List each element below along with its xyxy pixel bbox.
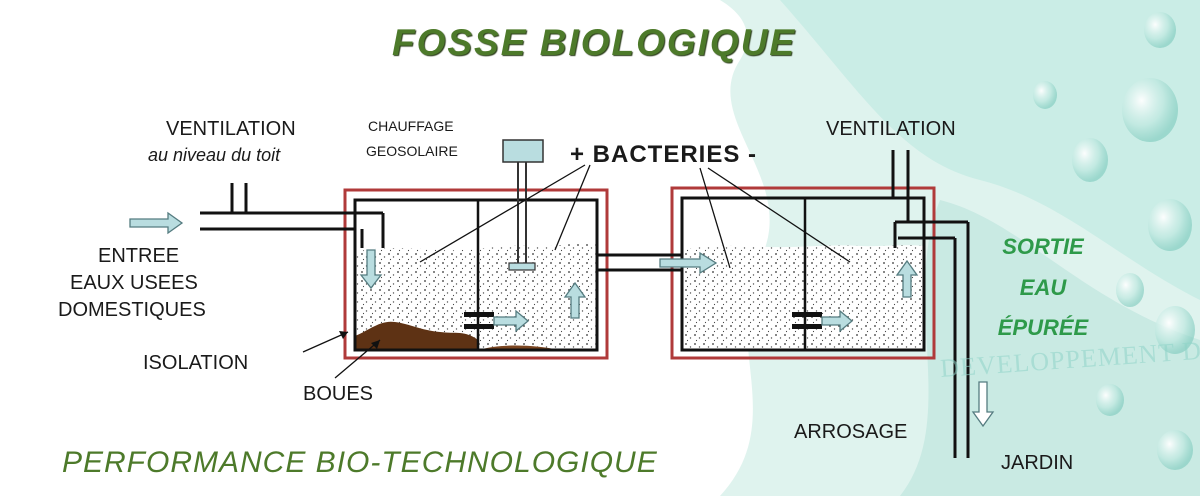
ventilation-left-label: VENTILATION xyxy=(166,118,296,140)
background-decoration xyxy=(720,0,1200,496)
inflow-arrow-icon xyxy=(129,211,184,235)
isolation-pointer xyxy=(302,331,349,353)
heating-label-line2: GEOSOLAIRE xyxy=(366,143,458,159)
bubble-icon xyxy=(1155,306,1195,354)
sludge-deposit xyxy=(355,321,478,350)
bubble-icon xyxy=(1157,430,1193,470)
bubble-icon xyxy=(1148,199,1192,251)
inlet-label-line2: EAUX USEES xyxy=(70,272,198,294)
down-arrow-icon xyxy=(359,249,383,290)
insulation-outline xyxy=(670,186,936,360)
outlet-label-line1: SORTIE xyxy=(1002,234,1084,259)
bubble-icon xyxy=(1122,78,1178,142)
bubble-icon xyxy=(1072,138,1108,182)
up-arrow-icon xyxy=(895,259,919,298)
bacteria-label: + BACTERIES - xyxy=(570,141,758,168)
ventilation-right-label: Ventilation xyxy=(826,118,956,140)
up-arrow-icon xyxy=(563,281,587,319)
outlet-label-line3: ÉPURÉE xyxy=(997,315,1089,340)
tank-wall xyxy=(680,196,926,352)
heating-label-line1: CHAUFFAGE xyxy=(368,118,454,134)
sludge-label: BOUES xyxy=(303,383,374,405)
inlet-label-line3: DOMESTIQUES xyxy=(58,299,206,321)
outlet-label-line2: EAU xyxy=(1019,275,1067,300)
pipes xyxy=(200,150,970,458)
bubble-icon xyxy=(1033,81,1057,109)
bacteria-pointers xyxy=(419,164,851,269)
bubble-icon xyxy=(1144,12,1176,48)
inlet-label-line1: ENTREE xyxy=(98,245,180,267)
transfer-pipe xyxy=(464,312,494,317)
page-title: FOSSE BIOLOGIQUE xyxy=(392,22,797,63)
garden-label: JARDIN xyxy=(1001,452,1074,474)
tank-wall xyxy=(353,198,599,352)
ventilation-left-sublabel: au niveau du toit xyxy=(148,145,281,165)
irrigation-label: ARROSAGE xyxy=(794,421,908,443)
right-arrow-icon xyxy=(659,251,718,275)
bubble-icon xyxy=(1096,384,1124,416)
insulation-outline xyxy=(343,188,609,360)
isolation-label: ISOLATION xyxy=(143,352,249,374)
treated-liquid xyxy=(682,245,924,350)
transfer-pipe xyxy=(792,312,822,317)
bubble-icon xyxy=(1116,273,1144,307)
wastewater-liquid xyxy=(355,242,597,350)
tank-2 xyxy=(670,186,936,360)
tank-1 xyxy=(343,188,609,360)
right-arrow-icon xyxy=(493,309,530,333)
geosolar-heater xyxy=(502,139,544,271)
right-arrow-icon xyxy=(821,309,854,333)
page-subtitle: PERFORMANCE BIO-TECHNOLOGIQUE xyxy=(62,446,658,479)
boues-pointer xyxy=(334,339,381,379)
outflow-arrow-icon xyxy=(971,381,995,428)
